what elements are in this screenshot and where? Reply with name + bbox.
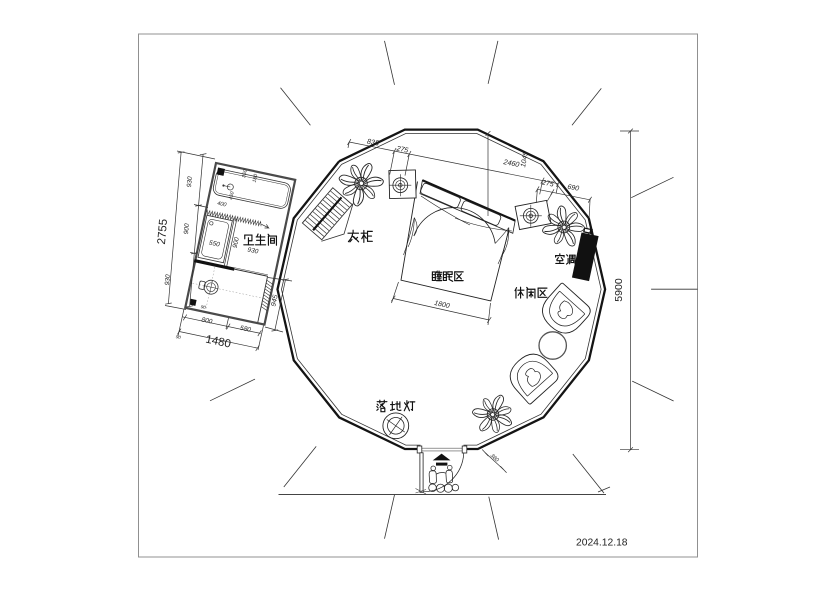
svg-text:2755: 2755: [156, 218, 170, 245]
svg-text:835: 835: [366, 136, 380, 147]
svg-text:90: 90: [175, 334, 181, 340]
svg-text:350: 350: [241, 169, 249, 179]
svg-text:900: 900: [232, 236, 241, 248]
svg-text:90: 90: [200, 304, 206, 310]
svg-text:450: 450: [228, 191, 236, 201]
svg-text:900: 900: [183, 223, 191, 235]
svg-text:550: 550: [208, 239, 220, 248]
svg-text:690: 690: [567, 184, 580, 193]
svg-text:580: 580: [239, 325, 251, 334]
svg-text:2460: 2460: [502, 157, 520, 169]
svg-text:2024.12.18: 2024.12.18: [576, 538, 628, 549]
svg-text:800: 800: [201, 316, 213, 325]
svg-text:930: 930: [186, 176, 194, 188]
svg-text:275: 275: [540, 179, 554, 188]
svg-text:1045: 1045: [520, 151, 530, 168]
svg-text:180: 180: [252, 173, 260, 183]
svg-text:360: 360: [489, 453, 500, 464]
svg-text:1800: 1800: [433, 300, 450, 310]
svg-text:5900: 5900: [613, 278, 625, 302]
svg-text:1480: 1480: [204, 334, 232, 351]
svg-text:400: 400: [217, 201, 228, 209]
svg-text:930: 930: [247, 246, 259, 255]
svg-text:945: 945: [270, 294, 279, 307]
svg-text:930: 930: [164, 274, 172, 286]
svg-text:275: 275: [395, 145, 409, 154]
